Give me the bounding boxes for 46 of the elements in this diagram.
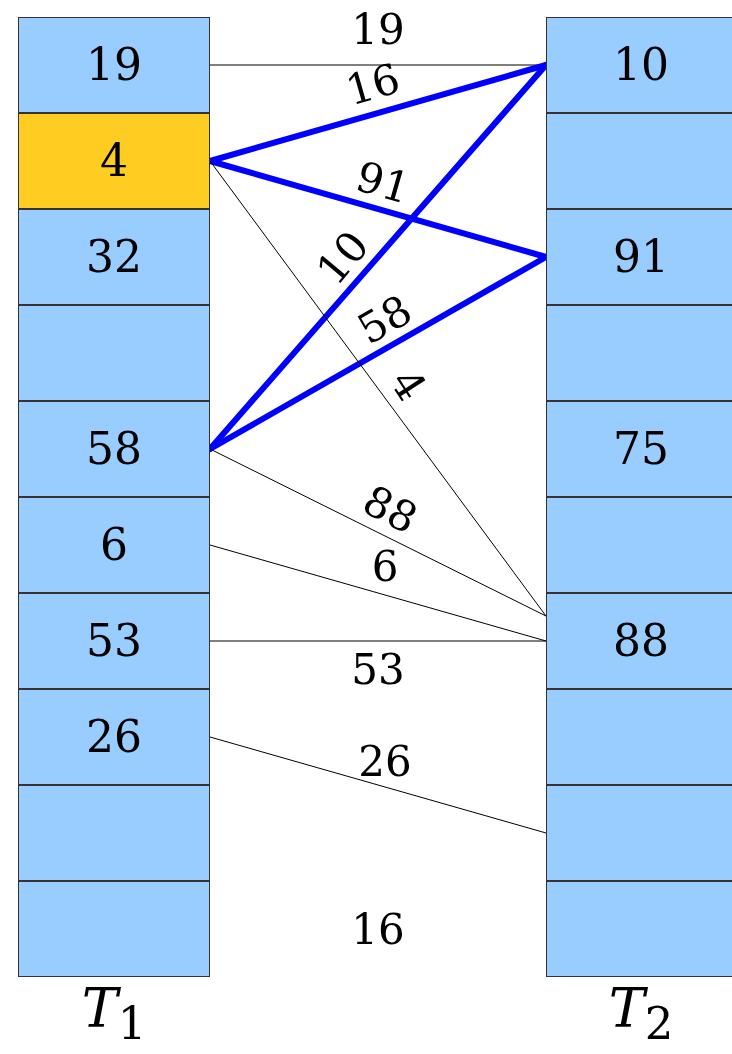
key-label: 16 — [351, 909, 405, 951]
table-slot — [18, 113, 210, 209]
key-value: 19 — [86, 43, 142, 87]
key-value: 6 — [100, 523, 128, 567]
key-value: 53 — [86, 619, 142, 663]
key-value: 75 — [613, 427, 669, 471]
edge-label: 26 — [358, 741, 412, 783]
table-slot — [18, 209, 210, 305]
table-heading: T$_{2}$ — [608, 979, 674, 1049]
edge-label: 91 — [351, 155, 415, 211]
table-slot — [546, 305, 732, 401]
edge-label: 53 — [351, 649, 405, 691]
table-slot — [546, 785, 732, 881]
key-value: 58 — [86, 427, 142, 471]
table-slot — [546, 497, 732, 593]
table-slot — [18, 305, 210, 401]
table-slot — [546, 17, 732, 113]
connector-line — [209, 736, 547, 834]
key-value: 88 — [613, 619, 669, 663]
connector-line — [209, 640, 547, 642]
edge-label: 88 — [356, 479, 424, 541]
table-slot — [546, 401, 732, 497]
table-slot — [18, 593, 210, 689]
key-value: 32 — [86, 235, 142, 279]
table-slot — [546, 881, 732, 977]
key-value: 4 — [100, 139, 128, 183]
key-value: 26 — [86, 715, 142, 759]
table-slot — [546, 113, 732, 209]
table-slot — [546, 593, 732, 689]
table-slot — [18, 497, 210, 593]
table-slot — [546, 689, 732, 785]
key-value: 10 — [613, 43, 669, 87]
table-slot — [18, 401, 210, 497]
edge-label: 16 — [341, 57, 405, 113]
edge-label: 19 — [351, 9, 405, 51]
edge-label: 6 — [371, 546, 399, 588]
key-value: 91 — [613, 235, 669, 279]
table-heading: T$_{1}$ — [81, 979, 147, 1049]
connector-line — [209, 160, 547, 617]
table-slot — [18, 17, 210, 113]
connector-line — [209, 448, 547, 617]
edge-label: 4 — [383, 362, 433, 408]
table-slot — [18, 785, 210, 881]
table-slot — [546, 209, 732, 305]
table-slot — [18, 689, 210, 785]
table-slot — [18, 881, 210, 977]
